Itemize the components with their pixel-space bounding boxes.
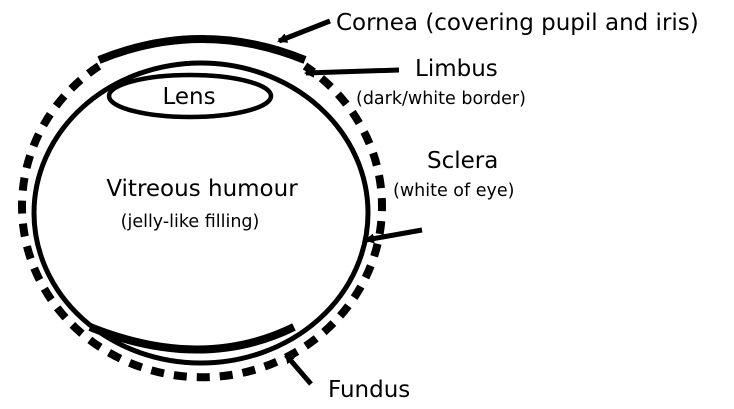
cornea-outline — [99, 39, 305, 60]
sclera-label: Sclera — [427, 148, 498, 174]
fundus-label: Fundus — [328, 377, 410, 403]
cornea-label: Cornea (covering pupil and iris) — [336, 10, 699, 36]
limbus-arrow — [306, 70, 399, 73]
vitreous-humour-label: Vitreous humour — [106, 176, 298, 202]
fundus-arrow — [286, 355, 311, 384]
cornea-arrow — [279, 21, 330, 41]
limbus-label: Limbus — [415, 56, 498, 82]
sclera-arrow — [366, 230, 422, 240]
limbus-note: (dark/white border) — [356, 89, 526, 109]
vitreous-humour-note: (jelly-like filling) — [121, 212, 260, 232]
lens-label: Lens — [162, 84, 215, 110]
sclera-note: (white of eye) — [393, 181, 514, 201]
